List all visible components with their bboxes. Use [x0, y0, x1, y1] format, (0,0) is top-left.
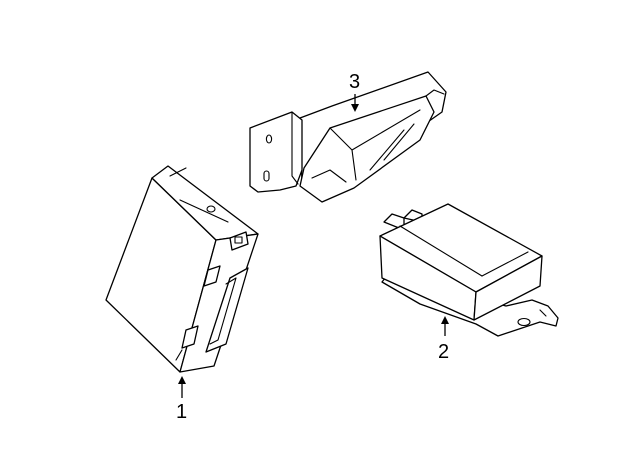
- bracket-upper-hole: [265, 134, 273, 144]
- callout-1-arrowhead: [178, 376, 186, 384]
- callout-3: 3: [349, 71, 360, 112]
- callout-2: 2: [438, 316, 449, 363]
- callout-3-arrowhead: [351, 104, 359, 112]
- callout-2-arrowhead: [441, 316, 449, 324]
- callout-2-label: 2: [438, 341, 449, 363]
- sensor-mount-hole: [517, 317, 531, 327]
- callout-1-label: 1: [176, 401, 187, 423]
- part-2-sensor-module: [379, 203, 559, 337]
- part-3-bracket: [249, 71, 447, 203]
- module-screw-hole: [206, 205, 216, 213]
- callout-3-label: 3: [349, 71, 360, 93]
- bracket-slot-hole: [263, 170, 270, 182]
- callout-1: 1: [176, 376, 187, 423]
- part-1-control-module: [105, 165, 259, 373]
